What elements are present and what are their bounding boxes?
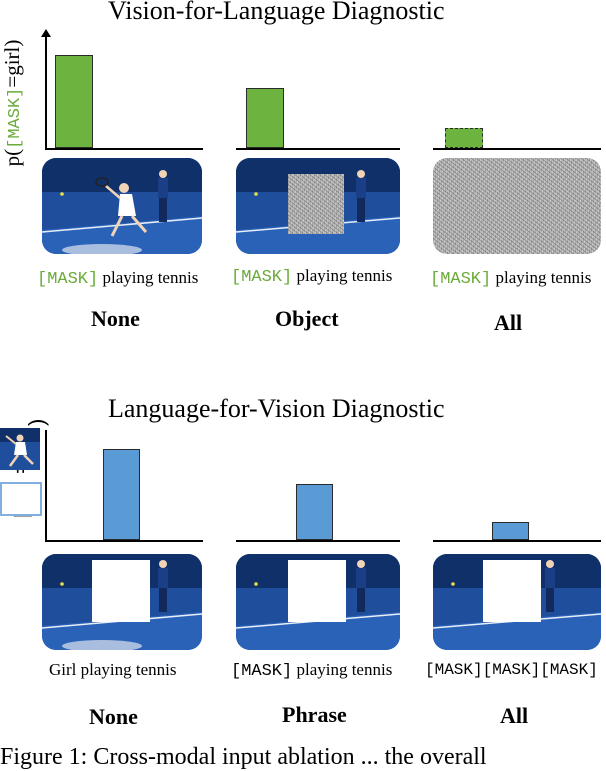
tennis-scene-icon: [42, 554, 202, 650]
girl-region-thumbnail: [0, 428, 40, 470]
mask-token: [MASK]: [37, 270, 99, 289]
bottom-label-all: All: [500, 703, 529, 728]
top-ylabel-suffix: =girl): [0, 39, 24, 88]
top-label-object: Object: [275, 306, 339, 331]
tennis-image-bottom-phrase: [236, 554, 400, 650]
top-label-all: All: [494, 310, 523, 335]
masked-region-box-icon: [0, 482, 42, 516]
top-title: Vision-for-Language Diagnostic: [108, 0, 445, 25]
top-y-axis: [45, 35, 47, 150]
bottom-bar-all: [492, 522, 529, 540]
bottom-y-axis: [45, 430, 47, 542]
girl-tennis-icon: [0, 428, 40, 470]
bottom-x-axis-3: [433, 540, 601, 542]
bottom-label-phrase: Phrase: [282, 702, 347, 727]
bottom-label-none: None: [89, 704, 138, 729]
caption-text: playing tennis: [292, 266, 393, 285]
caption-text: playing tennis: [296, 660, 393, 679]
top-bar-all: [445, 128, 483, 148]
tennis-image-bottom-none: [42, 554, 202, 650]
bottom-caption-phrase: [MASK] playing tennis: [231, 660, 392, 681]
top-ylabel-mask: [MASK]: [6, 87, 25, 149]
tennis-image-top-none: [42, 158, 202, 254]
mask-token: [MASK]: [231, 662, 293, 681]
top-x-axis-2: [236, 148, 400, 150]
tennis-scene-icon: [42, 158, 202, 254]
top-label-none: None: [91, 306, 140, 331]
bottom-x-axis-2: [236, 540, 400, 542]
bottom-ylabel-suffix: ): [24, 418, 49, 426]
top-caption-object: [MASK] playing tennis: [231, 266, 392, 287]
top-y-axis-label: p([MASK]=girl): [0, 28, 26, 178]
tennis-scene-icon: [433, 554, 601, 650]
top-caption-none: [MASK] playing tennis: [37, 268, 198, 289]
bottom-caption-all: [MASK][MASK][MASK]: [425, 661, 598, 679]
tennis-scene-icon: [236, 158, 400, 254]
top-bar-object: [246, 88, 284, 148]
caption-text: playing tennis: [491, 268, 592, 287]
mask-token: [MASK]: [430, 270, 492, 289]
bottom-bar-none: [103, 449, 140, 540]
bottom-title: Language-for-Vision Diagnostic: [108, 394, 445, 423]
bottom-x-axis-1: [45, 540, 203, 542]
top-x-axis-3: [433, 148, 601, 150]
bottom-caption-none: Girl playing tennis: [49, 660, 177, 679]
mask-token: [MASK]: [231, 268, 293, 287]
tennis-image-bottom-all: [433, 554, 601, 650]
top-y-axis-arrow: [41, 29, 51, 37]
tennis-image-top-all-noise: [433, 158, 601, 254]
object-noise-patch: [288, 174, 344, 234]
tennis-image-top-object: [236, 158, 400, 254]
top-caption-all: [MASK] playing tennis: [430, 268, 591, 289]
bottom-bar-phrase: [296, 484, 333, 540]
top-bar-none: [55, 55, 93, 148]
tennis-scene-icon: [236, 554, 400, 650]
caption-text: playing tennis: [98, 268, 199, 287]
top-ylabel-prefix: p(: [0, 148, 24, 167]
top-x-axis-1: [45, 148, 203, 150]
